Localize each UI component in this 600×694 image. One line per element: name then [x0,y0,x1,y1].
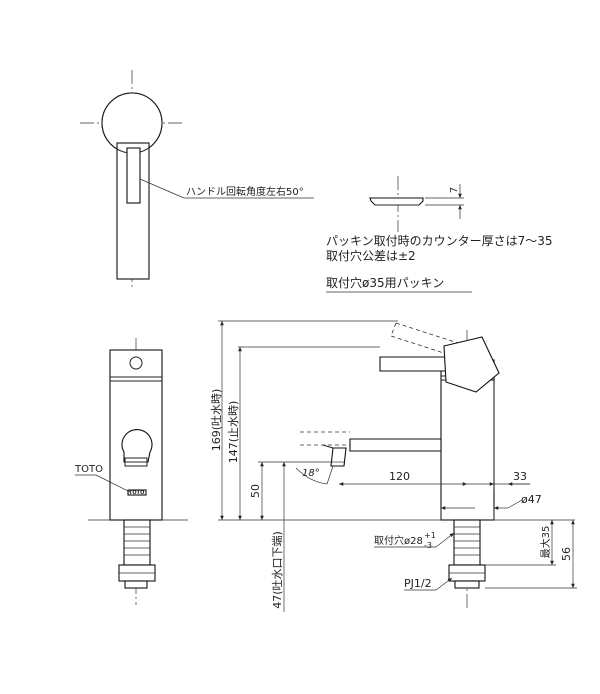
dim-56: 56 [560,547,573,561]
handle-rotation-label: ハンドル回転角度左右50° [186,185,304,198]
front-view: TOTO TOTO [74,338,188,605]
handle-lever-side [379,356,447,372]
packing-thickness-dim: 7 [449,187,460,193]
brand-mark: TOTO [129,490,144,496]
dim-147: 147(止水時) [227,401,240,464]
packing-note-2: 取付穴公差は±2 [326,248,416,263]
hole-label: 取付穴ø28 [374,534,423,547]
spout-side [349,438,442,452]
dim-50: 50 [249,484,262,498]
spout-front [121,428,153,463]
toto-badge [127,489,147,496]
angle-18: 18° [302,468,320,479]
dim-169: 169(吐水時) [210,389,223,452]
top-view: ハンドル回転角度左右50° [80,70,314,290]
mounting-shank-front [123,519,151,566]
dimensions: 169(吐水時) 147(止水時) 50 47(吐水口下端) 18° 120 3… [210,320,577,612]
hole-tol-plus: +1 [424,531,436,540]
thread-label: PJ1/2 [404,577,432,590]
brand-label: TOTO [74,464,103,475]
dim-47-spout: 47(吐水口下端) [271,531,284,609]
dim-max35: 最大35 [539,526,552,559]
packing-washer [369,197,424,206]
packing-detail: 7 パッキン取付時のカウンター厚さは7〜35 取付穴公差は±2 取付穴ø35用パ… [326,176,553,293]
side-view [300,322,575,608]
hole-tol-minus: -3 [424,541,432,550]
dim-33: 33 [513,470,527,483]
dim-120: 120 [389,470,410,483]
packing-note-1: パッキン取付時のカウンター厚さは7〜35 [326,234,553,248]
handle-lever-top [126,147,141,204]
mounting-shank-side [453,519,481,566]
packing-title: 取付穴ø35用パッキン [326,275,444,290]
handle-cap-side [443,336,500,393]
dim-phi47: ø47 [521,493,542,506]
